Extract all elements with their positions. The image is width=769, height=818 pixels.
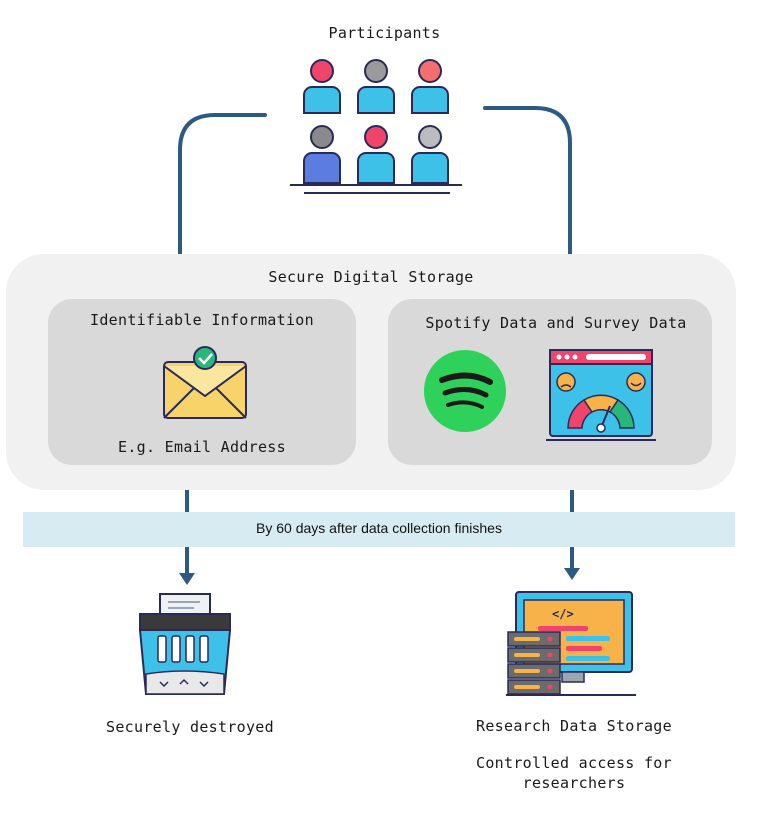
timeline-band <box>23 512 735 547</box>
survey-gauge-icon <box>546 349 656 441</box>
spotify-icon <box>424 350 506 432</box>
secure-storage-title: Secure Digital Storage <box>268 268 474 286</box>
participants-label: Participants <box>328 24 441 42</box>
research-storage-description: Controlled access for researchers <box>476 754 672 792</box>
spotify-survey-title: Spotify Data and Survey Data <box>425 314 687 332</box>
people-group-icon <box>290 59 462 194</box>
svg-text:</>: </> <box>552 607 574 621</box>
arrow-right-top <box>483 106 572 270</box>
arrowhead-right-bottom <box>564 568 580 580</box>
timeline-label: By 60 days after data collection finishe… <box>256 520 502 536</box>
email-check-icon <box>163 346 247 419</box>
arrowhead-left-bottom <box>179 573 195 585</box>
server-computer-icon: </> <box>506 591 636 696</box>
shredder-icon <box>138 593 232 695</box>
research-storage-title: Research Data Storage <box>476 717 672 735</box>
securely-destroyed-label: Securely destroyed <box>106 718 274 736</box>
email-example: E.g. Email Address <box>118 438 286 456</box>
arrow-left-top <box>178 113 267 274</box>
identifiable-info-title: Identifiable Information <box>90 311 314 329</box>
